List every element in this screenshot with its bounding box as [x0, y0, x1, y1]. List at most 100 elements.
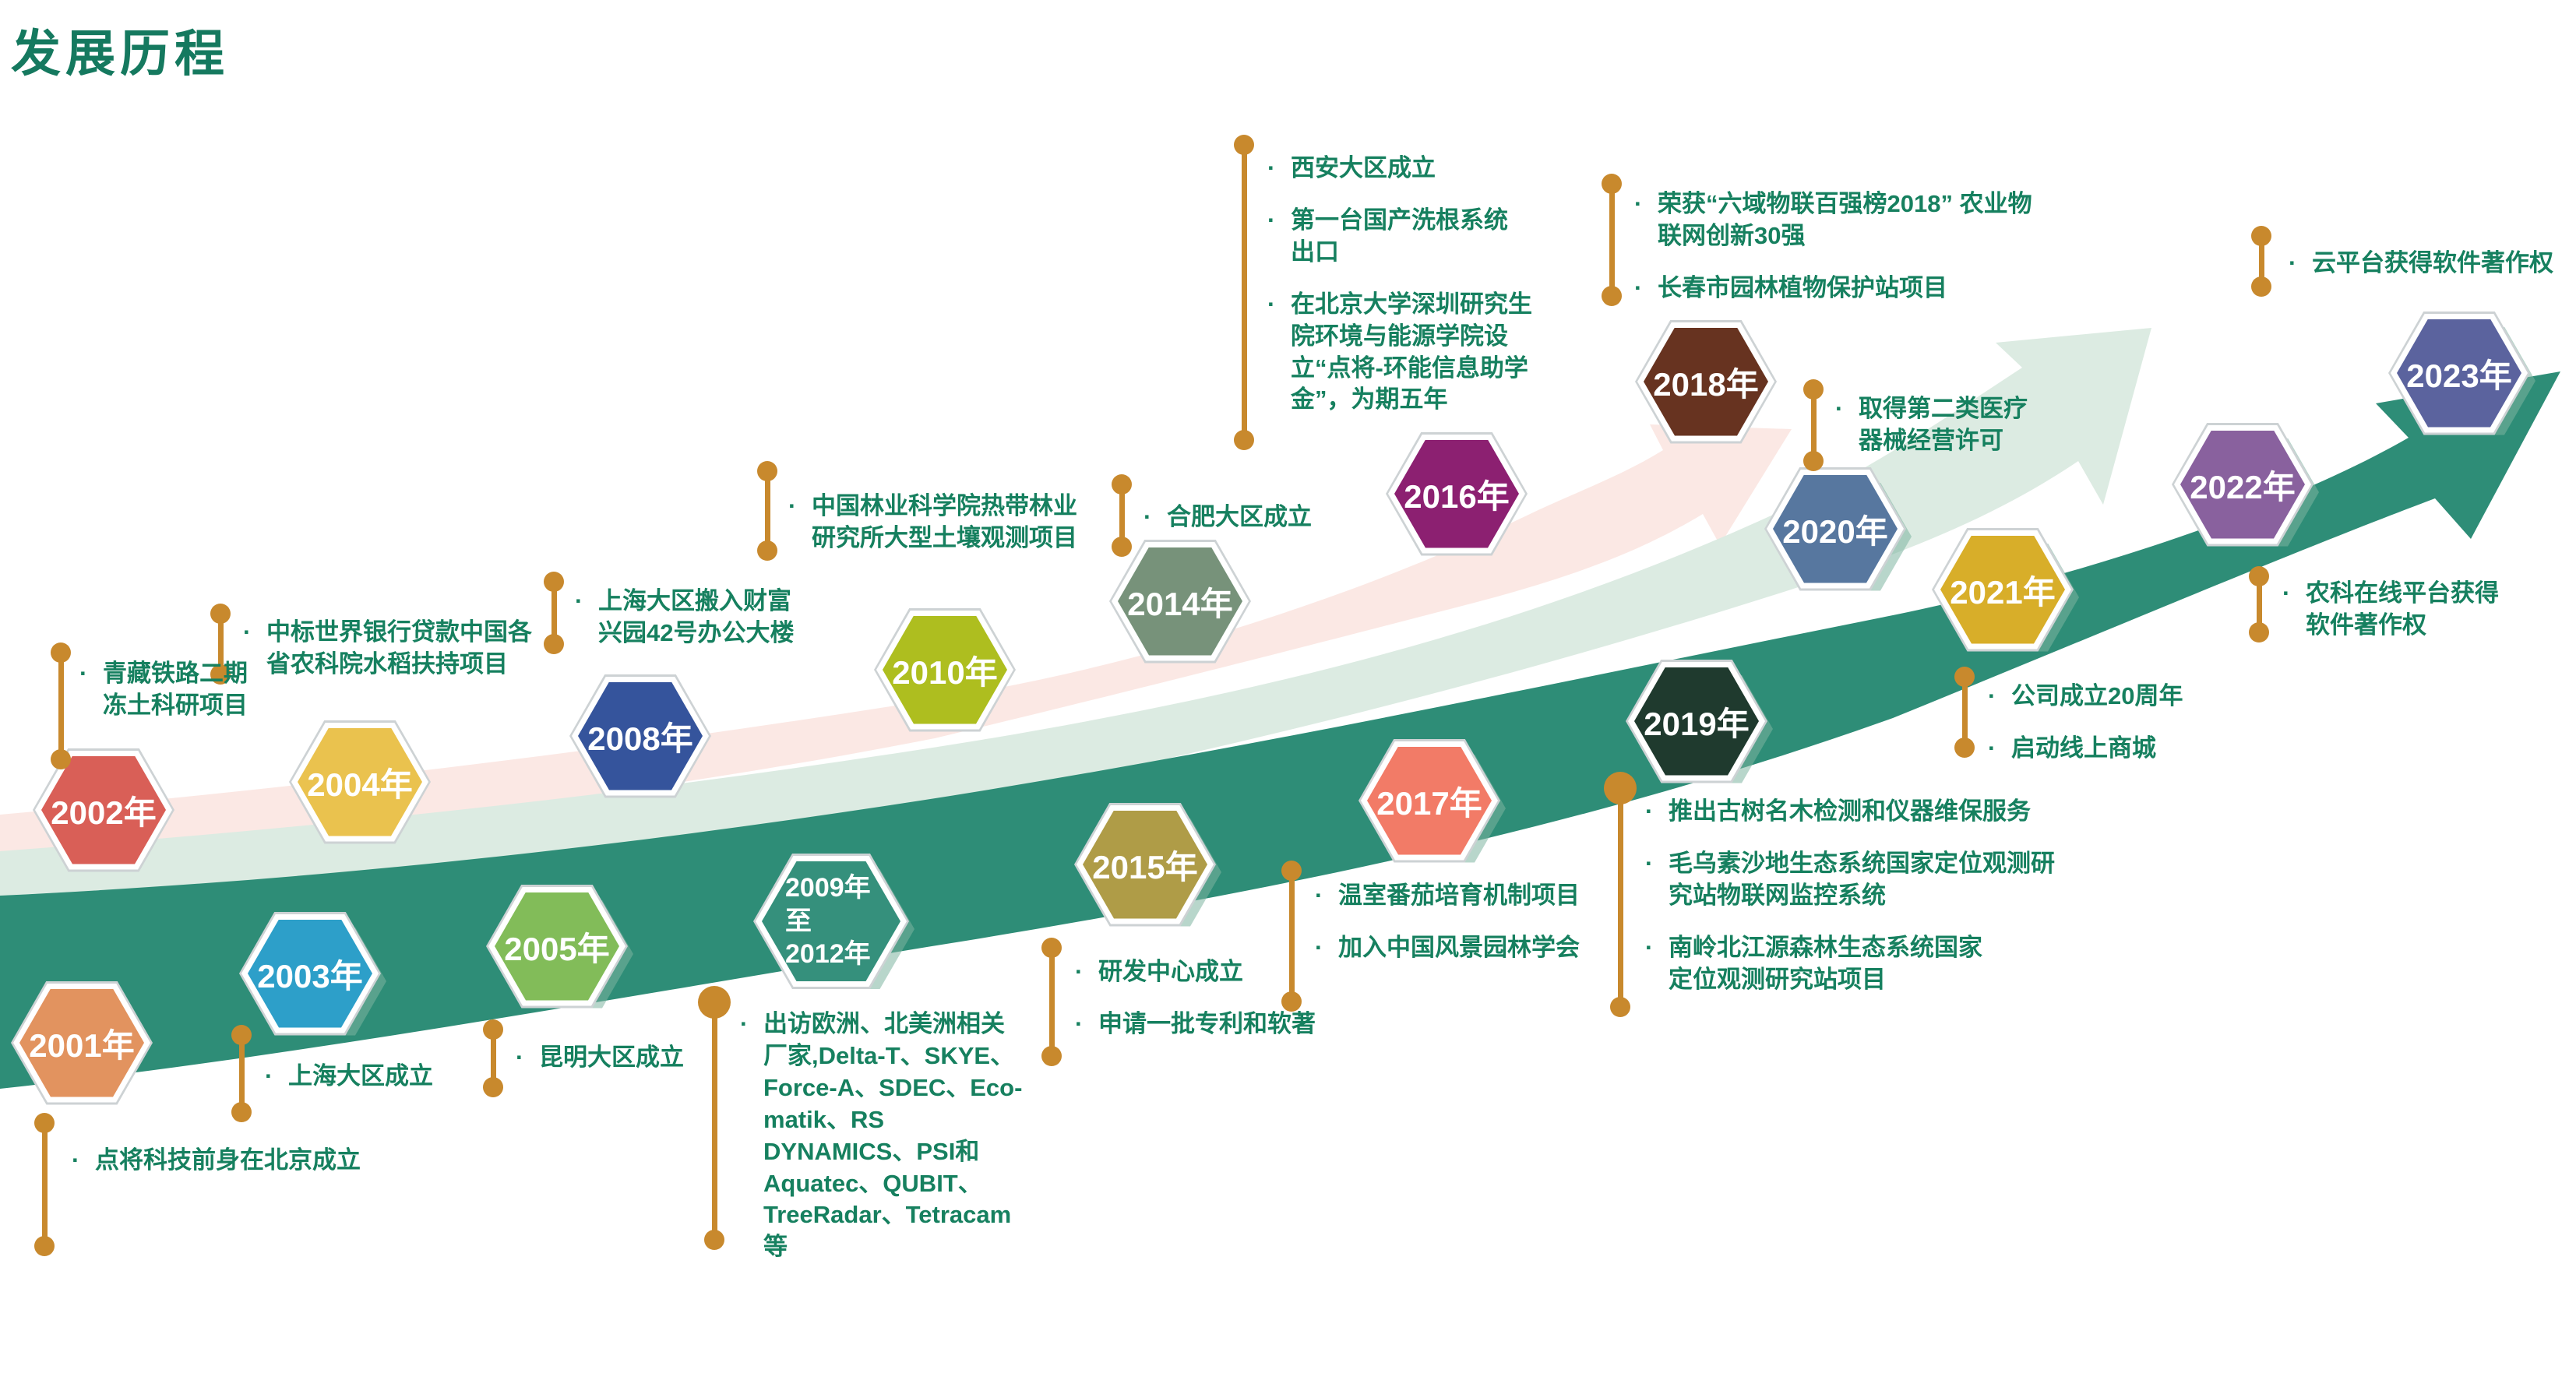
note-dot-top: [1954, 667, 1975, 687]
note-item-text: 中国林业科学院热带林业研究所大型土壤观测项目: [812, 492, 1077, 551]
year-label-line: 至: [785, 906, 812, 936]
note-item: ·昆明大区成立: [516, 1042, 1084, 1074]
year-label-line: 2020年: [1782, 512, 1888, 550]
note-dot-top: [1234, 135, 1254, 155]
note-connector-line-2016: [1241, 145, 1247, 440]
bullet-dot-icon: ·: [1634, 273, 1643, 301]
note-dot-bottom: [704, 1230, 724, 1250]
milestone-hexagon-2018: [1644, 327, 1768, 436]
milestone-note-2019: ·推出古树名木检测和仪器维保服务·毛乌素沙地生态系统国家定位观测研究站物联网监控…: [1645, 796, 2214, 996]
year-label-2017: 2017年: [1367, 747, 1492, 855]
year-label-line: 2010年: [892, 653, 998, 691]
note-dot-bottom: [210, 664, 231, 685]
note-connector-line-2008: [551, 582, 557, 644]
milestone-note-2003: · 上海大区成立: [265, 1061, 833, 1093]
bullet-dot-icon: ·: [1315, 933, 1323, 961]
year-label-line: 2003年: [257, 957, 363, 995]
milestone-note-2009-2012: ·出访欧洲、北美洲相关厂家,Delta-T、SKYE、Force-A、SDEC、…: [740, 1009, 1024, 1263]
note-item: ·中标世界银行贷款中国各省农科院水稻扶持项目: [243, 617, 535, 681]
note-dot-top: [698, 986, 731, 1019]
note-dot-bottom: [34, 1236, 55, 1256]
note-dot-bottom: [483, 1077, 503, 1097]
note-item-text: 中标世界银行贷款中国各省农科院水稻扶持项目: [266, 618, 532, 678]
milestone-note-2008: ·上海大区搬入财富兴园42号办公大楼: [575, 586, 797, 650]
note-item-text: 申请一批专利和软著: [1098, 1009, 1316, 1037]
bullet-dot-icon: ·: [740, 1010, 749, 1037]
year-label-2018: 2018年: [1644, 328, 1768, 436]
bullet-dot-icon: ·: [1988, 734, 1996, 762]
note-dot-bottom: [1234, 430, 1254, 450]
year-label-2016: 2016年: [1394, 440, 1519, 548]
note-item-text: 研发中心成立: [1098, 958, 1243, 985]
note-dot-bottom: [1803, 451, 1824, 471]
year-label-2004: 2004年: [298, 728, 422, 836]
pink-swoosh-arrow: [0, 424, 1792, 857]
year-label-line: 2022年: [2190, 468, 2296, 505]
year-label-line: 2004年: [307, 766, 413, 803]
year-label-line: 2018年: [1653, 365, 1759, 403]
mint-swoosh-arrow: [0, 328, 2151, 896]
bullet-dot-icon: ·: [1634, 190, 1643, 217]
note-item-text: 在北京大学深圳研究生院环境与能源学院设立“点将-环能信息助学金”，为期五年: [1291, 290, 1532, 414]
bullet-dot-icon: ·: [265, 1062, 273, 1090]
note-connector-line-2018: [1609, 184, 1615, 296]
note-item-text: 第一台国产洗根系统出口: [1291, 206, 1508, 266]
note-connector-line-2023: [2258, 236, 2264, 287]
year-label-line: 2005年: [504, 930, 610, 967]
note-item: · 研发中心成立: [1075, 956, 1644, 988]
bullet-dot-icon: ·: [1075, 958, 1084, 985]
milestone-note-2022: ·农科在线平台获得软件著作权: [2282, 578, 2504, 642]
note-dot-bottom: [51, 749, 71, 769]
year-label-line: 2014年: [1127, 585, 1233, 622]
bullet-dot-icon: ·: [516, 1044, 524, 1071]
bullet-dot-icon: ·: [2289, 249, 2297, 276]
bullet-dot-icon: ·: [1267, 154, 1276, 181]
note-item: ·青藏铁路二期冻土科研项目: [79, 658, 255, 722]
note-item-text: 上海大区成立: [288, 1062, 433, 1090]
note-dot-top: [1281, 861, 1302, 881]
milestone-hexagon-2008: [578, 681, 703, 790]
note-dot-bottom: [1602, 286, 1622, 306]
note-item: ·点将科技前身在北京成立: [72, 1145, 640, 1177]
note-dot-bottom: [1041, 1046, 1062, 1066]
note-item-text: 推出古树名木检测和仪器维保服务: [1669, 797, 2031, 825]
note-dot-bottom: [544, 634, 564, 654]
note-item-text: 公司成立20周年: [2011, 682, 2183, 709]
note-item: ·长春市园林植物保护站项目: [1634, 273, 2203, 305]
year-label-2020: 2020年: [1773, 475, 1898, 583]
year-label-line: 2001年: [29, 1026, 135, 1064]
note-item-text: 合肥大区成立: [1167, 503, 1312, 530]
note-item-text: 南岭北江源森林生态系统国家定位观测研究站项目: [1669, 933, 1982, 993]
note-item: · 上海大区成立: [265, 1061, 833, 1093]
teal-main-arrow: [0, 371, 2560, 1089]
note-item-text: 取得第二类医疗器械经营许可: [1859, 395, 2028, 454]
note-dot-top: [544, 572, 564, 592]
year-label-line: 2017年: [1376, 784, 1482, 822]
note-dot-top: [1112, 474, 1132, 495]
note-dot-top: [1604, 772, 1637, 804]
note-connector-line-2004: [217, 614, 224, 674]
note-item: ·第一台国产洗根系统出口: [1267, 205, 1548, 269]
milestone-note-2023: ·云平台获得软件著作权: [2289, 248, 2576, 280]
note-dot-top: [210, 604, 231, 624]
note-item-text: 青藏铁路二期冻土科研项目: [103, 660, 248, 719]
milestone-hexagon-2021: [1940, 535, 2065, 644]
milestone-note-2001: ·点将科技前身在北京成立: [72, 1145, 640, 1177]
note-item-text: 加入中国风景园林学会: [1338, 933, 1580, 961]
note-item-text: 毛乌素沙地生态系统国家定位观测研究站物联网监控系统: [1669, 849, 2055, 909]
note-item-text: 荣获“六域物联百强榜2018” 农业物联网创新30强: [1658, 190, 2032, 249]
note-item: ·温室番茄培育机制项目: [1315, 880, 1884, 912]
bullet-dot-icon: ·: [1267, 290, 1276, 318]
note-dot-top: [51, 642, 71, 663]
year-label-line: 2008年: [587, 720, 693, 757]
year-label-2022: 2022年: [2180, 431, 2305, 539]
bullet-dot-icon: ·: [1645, 797, 1654, 825]
note-connector-line-2021: [1961, 677, 1968, 748]
milestone-note-2018: · 荣获“六域物联百强榜2018” 农业物联网创新30强 ·长春市园林植物保护站项目: [1634, 188, 2203, 305]
milestone-note-2005: ·昆明大区成立: [516, 1042, 1084, 1074]
note-item-text: 点将科技前身在北京成立: [95, 1146, 361, 1174]
year-label-line: 2021年: [1950, 573, 2056, 611]
note-dot-top: [757, 461, 777, 481]
